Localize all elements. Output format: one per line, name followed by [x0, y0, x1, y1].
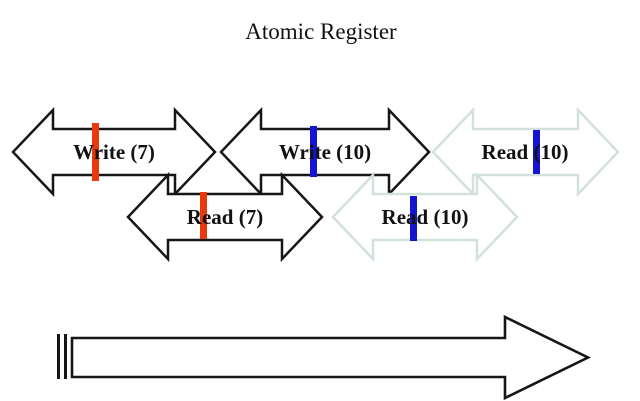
operation-label: Read (10)	[382, 205, 469, 229]
timeline	[57, 314, 591, 401]
operation-label: Write (7)	[73, 140, 155, 164]
linearization-tick-blue	[310, 126, 317, 177]
linearization-tick-red	[92, 123, 99, 181]
timeline-arrow	[70, 314, 591, 401]
diagram-title: Atomic Register	[245, 19, 397, 44]
double-arrow-shape-faded	[431, 106, 620, 198]
operation-label: Read (10)	[482, 140, 569, 164]
double-arrow-shape	[11, 106, 217, 198]
linearization-tick-red	[200, 192, 207, 239]
operation-label: Write (10)	[279, 140, 371, 164]
linearization-tick-blue	[533, 130, 540, 174]
operation-label: Read (7)	[187, 205, 263, 229]
double-arrow-shape	[219, 106, 431, 198]
linearization-tick-blue	[410, 196, 417, 241]
operation-arrow-read-10-bottom: Read (10)	[331, 171, 519, 263]
operation-arrow-read-7: Read (7)	[126, 171, 324, 263]
operation-arrow-write-7: Write (7)	[11, 106, 217, 198]
double-arrow-shape	[126, 171, 324, 263]
double-arrow-shape-faded	[331, 171, 519, 263]
operation-arrow-write-10: Write (10)	[219, 106, 431, 198]
operation-arrow-read-10-top: Read (10)	[431, 106, 620, 198]
